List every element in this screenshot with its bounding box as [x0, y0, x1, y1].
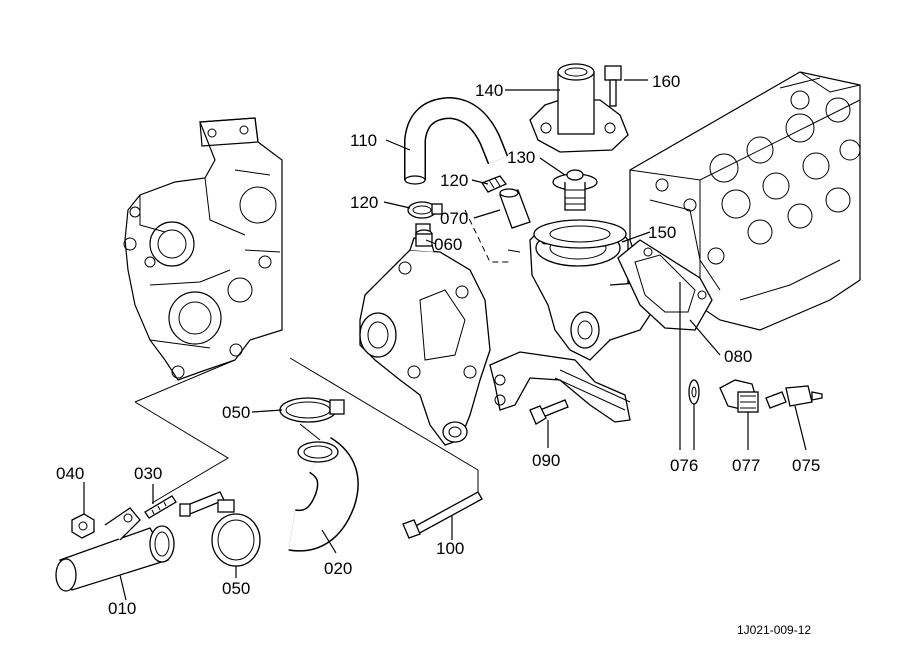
- guide-lines: [134, 209, 521, 504]
- gasket-150-inner: [549, 225, 611, 243]
- diagram-reference-code: 1J021-009-12: [737, 623, 811, 637]
- water-hose-020-inner: [288, 438, 358, 551]
- gasket-080: [617, 239, 713, 331]
- label-130: 130: [507, 148, 535, 167]
- label-050-upper: 050: [222, 403, 250, 422]
- bolt-090: [529, 399, 569, 425]
- bolt-100: [402, 491, 483, 539]
- label-075: 075: [792, 456, 820, 475]
- label-160: 160: [652, 72, 680, 91]
- bypass-hose-inner: [405, 98, 507, 180]
- label-020: 020: [324, 559, 352, 578]
- label-050-lower: 050: [222, 579, 250, 598]
- plug-077: [719, 379, 759, 413]
- hose-clamp-120-left: [407, 201, 443, 219]
- stud-030: [144, 495, 177, 519]
- label-110: 110: [350, 131, 377, 150]
- label-120-right: 120: [440, 171, 468, 190]
- label-040: 040: [56, 464, 84, 483]
- bolt-pipe: [179, 491, 225, 517]
- gasket-150: [533, 219, 627, 249]
- thermostat-130: [552, 169, 598, 211]
- engine-block-left: [123, 117, 283, 381]
- label-070: 070: [440, 209, 468, 228]
- leader-lines: [83, 79, 807, 601]
- part-labels: 140 160 110 130 120 120 070 060 150 080 …: [56, 72, 820, 618]
- water-flange: [529, 63, 629, 153]
- hose-clamp-050-upper: [279, 397, 345, 441]
- bypass-hose-end: [404, 175, 426, 185]
- hose-020-opening: [297, 441, 339, 463]
- label-140: 140: [475, 81, 503, 100]
- label-076: 076: [670, 456, 698, 475]
- label-077: 077: [732, 456, 760, 475]
- fitting-060: [415, 229, 433, 247]
- washer-076: [688, 379, 700, 405]
- nut-040: [71, 513, 95, 539]
- hose-020-opening-inner: [303, 445, 333, 459]
- pipe-070: [499, 188, 531, 229]
- label-010: 010: [108, 599, 136, 618]
- water-pipe-010: [55, 507, 175, 592]
- label-090: 090: [532, 451, 560, 470]
- temp-switch-075: [765, 385, 823, 409]
- fan-bracket: [489, 351, 631, 423]
- label-100: 100: [436, 539, 464, 558]
- label-060: 060: [434, 235, 462, 254]
- bolt-160: [604, 65, 622, 107]
- label-080: 080: [724, 347, 752, 366]
- hose-clamp-120-right: [481, 175, 508, 193]
- label-150: 150: [648, 223, 676, 242]
- label-120-left: 120: [350, 193, 378, 212]
- label-030: 030: [134, 464, 162, 483]
- hose-clamp-050-lower: [211, 499, 261, 567]
